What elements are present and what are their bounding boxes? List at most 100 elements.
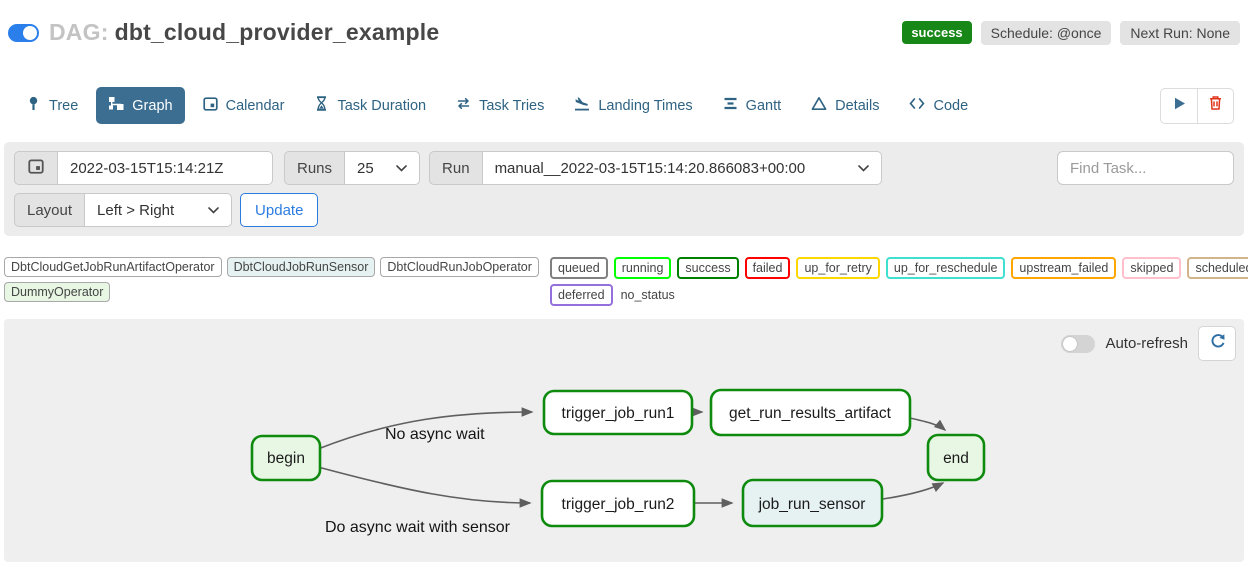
tab-code[interactable]: Code [897,87,980,124]
tab-label: Details [835,97,880,114]
edge-label-async-sensor: Do async wait with sensor [325,519,511,536]
toggle-knob [1063,336,1078,351]
task-node-trigger-job-run2[interactable]: trigger_job_run2 [540,479,696,528]
task-node-trigger-job-run1[interactable]: trigger_job_run1 [542,389,694,436]
dag-actions [1160,87,1234,124]
state-badge[interactable]: deferred [550,284,613,306]
tab-landing-times[interactable]: Landing Times [562,87,704,124]
svg-text:get_run_results_artifact: get_run_results_artifact [729,405,892,422]
svg-text:begin: begin [267,450,305,467]
edge-begin-to-trigger2 [317,466,532,508]
tab-label: Calendar [225,97,285,114]
run-select[interactable]: manual__2022-03-15T15:14:20.866083+00:00 [481,151,882,185]
calendar-icon [202,96,218,115]
edge-sensor-to-end [882,482,945,500]
state-legend: queued running success failed up_for_ret… [550,257,1248,306]
graph-icon [108,96,124,115]
tab-label: Landing Times [598,97,693,114]
chevron-down-icon [857,164,869,172]
tree-icon [26,96,41,115]
task-node-end[interactable]: end [926,433,986,482]
page-title: DAG:dbt_cloud_provider_example [49,19,439,46]
runs-select[interactable]: 25 [344,151,421,185]
tab-label: Code [933,97,969,114]
tab-task-tries[interactable]: Task Tries [444,87,556,124]
refresh-button[interactable] [1198,326,1236,361]
dag-header: DAG:dbt_cloud_provider_example success S… [0,0,1248,50]
view-tabbar: Tree Graph Calendar Task Duration Task T… [0,87,1248,124]
edge-begin-to-trigger1 [317,407,534,450]
refresh-icon [1209,333,1226,355]
graph-panel: Auto-refresh No async wait Do async wait… [4,319,1244,562]
state-badge[interactable]: failed [744,257,791,279]
trash-icon [1208,95,1223,116]
state-badge-no-status[interactable]: no_status [620,288,675,302]
calendar-picker-button[interactable] [14,151,57,185]
legend: DbtCloudGetJobRunArtifactOperator DbtClo… [4,257,1248,306]
edge-label-no-async: No async wait [385,426,485,443]
chevron-down-icon [396,164,407,172]
base-date-input[interactable] [57,151,273,185]
tab-graph[interactable]: Graph [96,87,185,124]
tab-label: Task Tries [479,97,545,114]
svg-text:trigger_job_run2: trigger_job_run2 [562,496,675,513]
operator-badge: DummyOperator [4,282,111,302]
tab-label: Gantt [745,97,782,114]
dag-graph: No async wait Do async wait with sensor … [250,388,986,536]
hourglass-icon [314,96,329,115]
schedule-badge: Schedule: @once [980,20,1112,45]
tab-label: Tree [49,97,79,114]
dag-prefix-label: DAG: [49,19,109,45]
layout-selected-value: Left > Right [97,201,175,219]
task-node-get-run-results-artifact[interactable]: get_run_results_artifact [709,388,912,437]
state-badge[interactable]: queued [550,257,608,279]
code-icon [909,96,925,115]
calendar-icon [28,158,44,178]
tab-tree[interactable]: Tree [14,87,90,124]
num-runs-group: Runs 25 [284,151,421,185]
next-run-badge: Next Run: None [1120,20,1240,45]
toggle-knob [23,25,37,40]
state-badge[interactable]: scheduled [1187,257,1248,279]
auto-refresh-toggle[interactable] [1061,334,1096,353]
state-badge[interactable]: skipped [1122,257,1182,279]
play-icon [1172,96,1187,116]
operator-badge: DbtCloudRunJobOperator [380,257,539,277]
operator-legend: DbtCloudGetJobRunArtifactOperator DbtClo… [4,257,550,302]
tab-label: Graph [132,97,173,114]
gantt-icon [723,96,738,115]
state-badge[interactable]: up_for_reschedule [885,257,1006,279]
delete-dag-button[interactable] [1197,87,1234,124]
state-badge[interactable]: upstream_failed [1011,257,1117,279]
repeat-icon [456,96,471,115]
tab-details[interactable]: Details [799,87,891,124]
svg-text:trigger_job_run1: trigger_job_run1 [562,405,675,422]
tab-task-duration[interactable]: Task Duration [302,87,438,124]
filter-panel: Runs 25 Run manual__2022-03-15T15:14:20.… [4,142,1244,236]
task-node-job-run-sensor[interactable]: job_run_sensor [741,478,884,528]
tab-gantt[interactable]: Gantt [711,87,793,124]
operator-badge: DbtCloudJobRunSensor [226,257,376,277]
find-task-input[interactable] [1057,151,1234,185]
dag-pause-toggle[interactable] [8,23,39,42]
details-icon [811,96,827,115]
layout-label: Layout [14,193,85,227]
edge-artifact-to-end [909,417,947,432]
state-badge[interactable]: success [677,257,739,279]
layout-select[interactable]: Left > Right [84,193,233,227]
chevron-down-icon [208,206,219,214]
update-button[interactable]: Update [240,193,319,227]
task-node-begin[interactable]: begin [250,434,322,482]
run-label: Run [429,151,482,185]
trigger-dag-button[interactable] [1160,87,1197,124]
state-badge[interactable]: running [613,257,672,279]
layout-group: Layout Left > Right [14,193,233,227]
dag-status-badge: success [902,21,972,44]
base-date-group [14,151,273,185]
svg-text:end: end [943,450,969,467]
tab-calendar[interactable]: Calendar [191,87,297,124]
plane-landing-icon [574,96,590,115]
state-badge[interactable]: up_for_retry [796,257,880,279]
runs-selected-value: 25 [357,159,374,177]
run-selected-value: manual__2022-03-15T15:14:20.866083+00:00 [494,159,806,177]
